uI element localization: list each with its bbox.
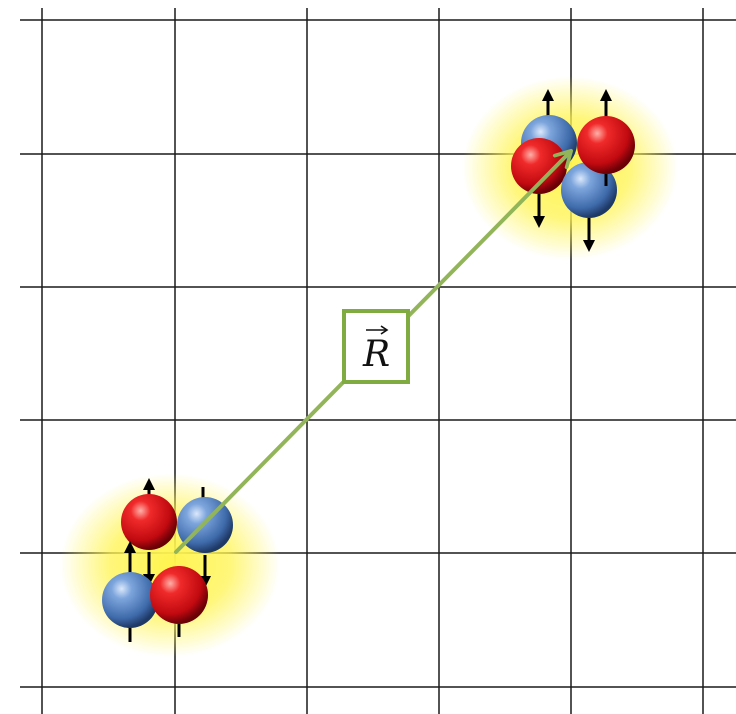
glow-upper-right	[462, 76, 678, 260]
blue-particle	[561, 162, 617, 218]
vector-overarrow-head	[380, 325, 389, 335]
vector-label-box: R	[342, 309, 410, 384]
red-particle	[150, 566, 208, 624]
red-particle	[577, 116, 635, 174]
red-particle	[121, 494, 177, 550]
vector-label: R	[362, 334, 390, 375]
blue-particle	[102, 572, 158, 628]
glow-lower-left	[60, 473, 280, 657]
